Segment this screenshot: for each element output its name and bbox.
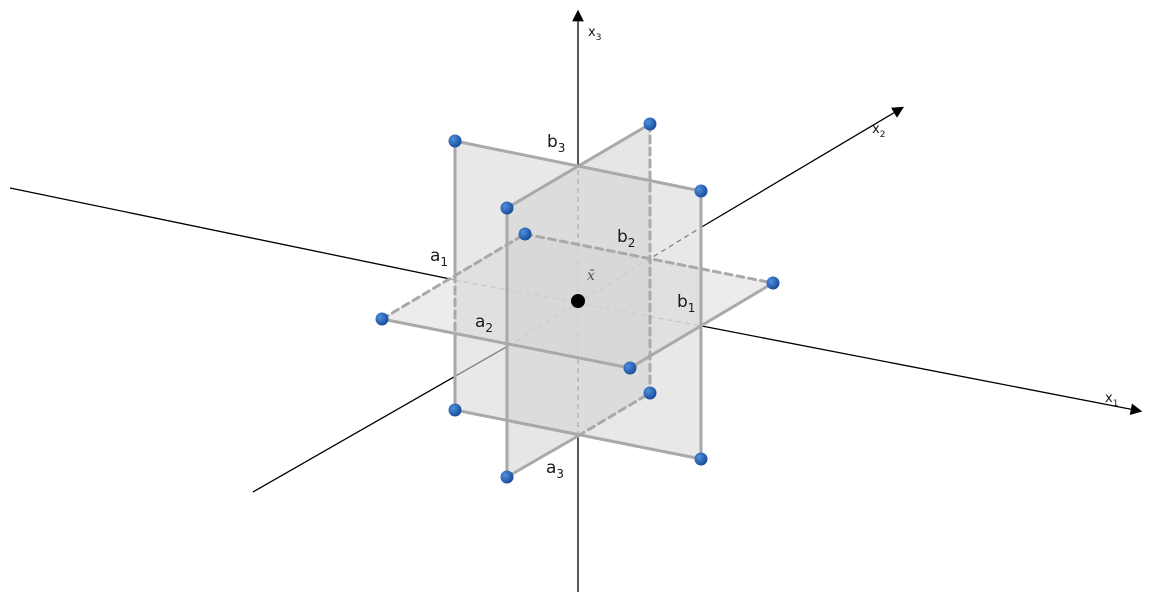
vertex-point — [375, 312, 389, 326]
vertices — [375, 117, 780, 484]
x1-axis-solid-right — [706, 326, 1143, 415]
p1-edge-top — [505, 122, 652, 210]
vertex-point — [694, 184, 708, 198]
x3-axis-label: x3 — [588, 25, 601, 43]
p1-edge-bottom-front — [505, 434, 580, 479]
vertex-point — [694, 452, 708, 466]
vertex-point — [623, 361, 637, 375]
vertex-point — [500, 201, 514, 215]
x2-axis-solid-right — [699, 106, 905, 229]
label-a1: a1 — [430, 246, 448, 269]
p1-edge-bottom-back — [576, 391, 652, 438]
label-b1: b1 — [677, 292, 695, 315]
x1-axis-solid-left — [9, 187, 456, 281]
vertex-point — [448, 134, 462, 148]
center-point — [571, 294, 585, 308]
label-a3: a3 — [546, 458, 564, 481]
x1-axis-label: x1 — [1105, 391, 1118, 409]
vertex-point — [643, 117, 657, 131]
label-a2: a2 — [475, 312, 493, 335]
vertex-point — [766, 276, 780, 290]
center-label: x̄ — [587, 268, 595, 284]
x2-axis-label: x2 — [872, 122, 885, 140]
vertex-point — [518, 227, 532, 241]
label-b2: b2 — [617, 227, 635, 250]
vertex-point — [643, 386, 657, 400]
plane-edges — [380, 122, 775, 479]
vertex-point — [500, 470, 514, 484]
vertex-point — [448, 403, 462, 417]
label-b3: b3 — [547, 132, 565, 155]
